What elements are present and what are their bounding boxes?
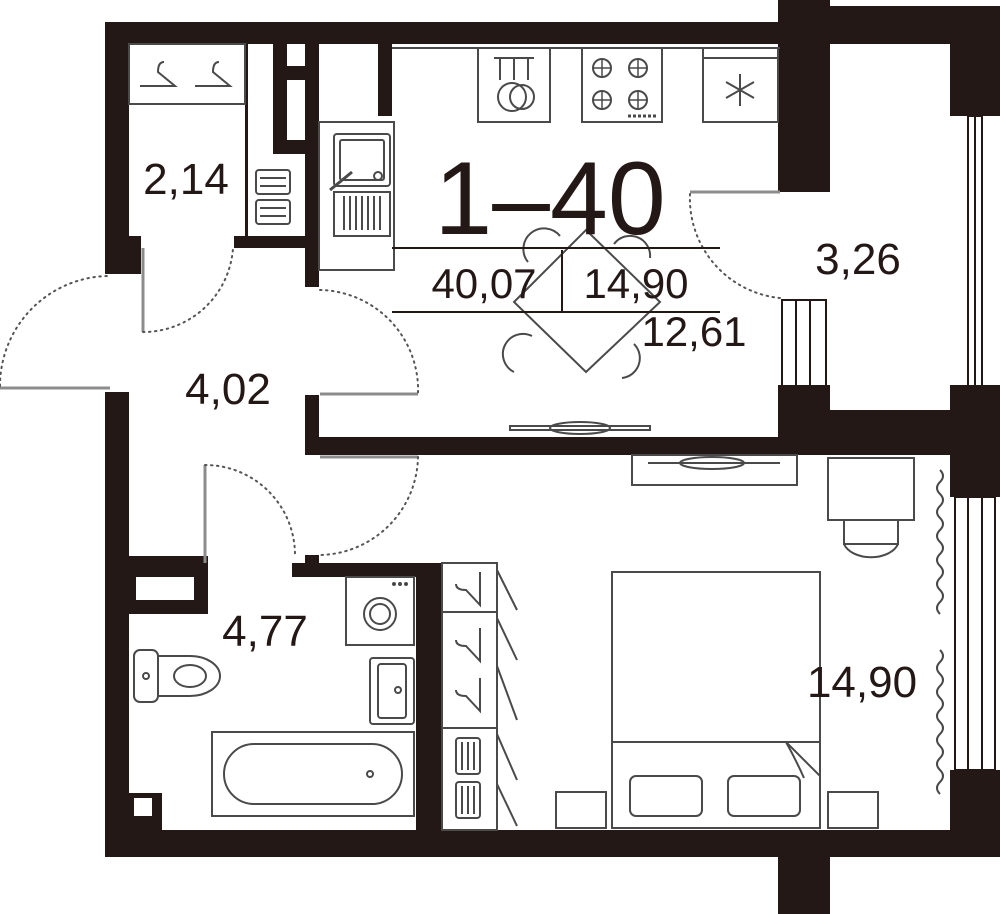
sink-icon: [369, 657, 415, 725]
table-icon: [827, 457, 915, 521]
doors: [0, 190, 781, 563]
kitchen: [318, 47, 780, 435]
wardrobe-room: [128, 43, 291, 225]
radiator-icon: [255, 169, 291, 225]
radiator-icon: [631, 454, 798, 486]
hanger-icon: [455, 572, 481, 714]
bathtub-icon: [211, 731, 415, 817]
walls: [105, 0, 1000, 914]
wardrobe-area-label: 2,14: [143, 155, 229, 204]
balcony-area-label: 3,26: [815, 235, 901, 284]
table-icon: [501, 227, 662, 379]
apartment-number: 1–40: [434, 141, 665, 257]
radiator-icon: [455, 737, 481, 819]
curtain-icon: [936, 469, 944, 795]
bedroom-area-label: 14,90: [807, 658, 917, 707]
labels: 1–40 40,07 14,90 12,61 2,14 3,26 4,02 4,…: [143, 141, 917, 707]
kitchen-area-label: 12,61: [641, 308, 746, 355]
total-area-label: 40,07: [431, 260, 536, 307]
bed-icon: [555, 571, 879, 829]
stove-icon: [581, 47, 663, 123]
bathroom-area-label: 4,77: [222, 607, 308, 656]
toilet-icon: [133, 649, 221, 703]
hanger-icon: [140, 61, 233, 87]
bedroom: [441, 454, 944, 831]
fridge-icon: [702, 47, 779, 123]
wardrobe-bedroom: [441, 562, 518, 831]
radiator-icon: [509, 421, 651, 435]
dishwasher-icon: [477, 47, 551, 123]
bathroom: [133, 576, 415, 817]
washing-machine-icon: [345, 576, 415, 646]
living-area-label: 14,90: [583, 260, 688, 307]
windows: [781, 115, 996, 771]
hall-area-label: 4,02: [185, 365, 271, 414]
chair-icon: [843, 519, 899, 559]
sink-icon: [329, 133, 391, 237]
